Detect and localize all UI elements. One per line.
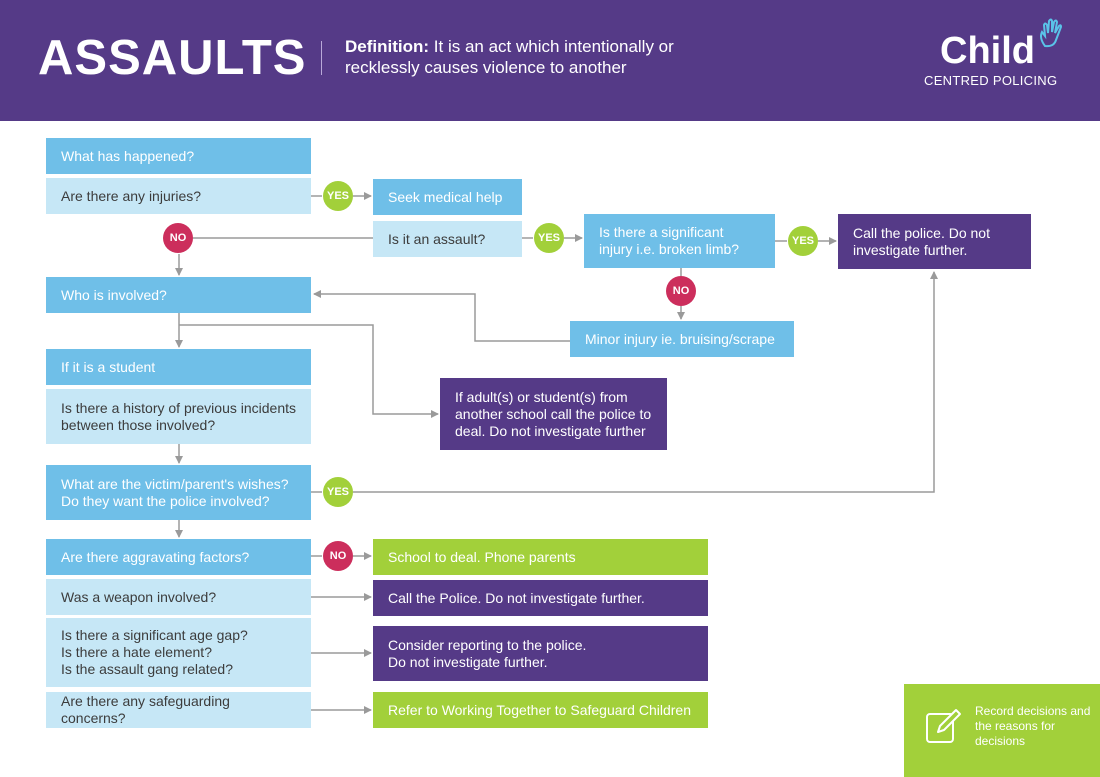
yes-badge-assault: YES (534, 223, 564, 253)
consider-text-2: Do not investigate further. (388, 653, 548, 670)
aggravating-box: Are there aggravating factors? (46, 539, 311, 575)
adults-other-school-text: If adult(s) or student(s) from another s… (455, 388, 652, 439)
record-decisions-text: Record decisions and the reasons for dec… (975, 704, 1091, 748)
any-injuries-text: Are there any injuries? (61, 187, 202, 204)
seek-medical-text: Seek medical help (388, 188, 503, 205)
safeguarding-text: Are there any safeguarding concerns? (61, 693, 230, 726)
seek-medical-box: Seek medical help (373, 179, 522, 215)
yes-badge-significant: YES (788, 226, 818, 256)
definition-text: It is an act which intentionally or reck… (345, 37, 674, 77)
header-banner: ASSAULTS Definition: It is an act which … (0, 0, 1100, 121)
definition-label: Definition: (345, 37, 430, 56)
age-gap-text: Is there a significant age gap? (61, 627, 248, 643)
significant-injury-text: Is there a significant injury i.e. broke… (599, 224, 740, 257)
school-deal-box: School to deal. Phone parents (373, 539, 708, 575)
is-assault-text: Is it an assault? (388, 230, 486, 247)
logo-word: Child (940, 30, 1035, 72)
is-assault-box: Is it an assault? (373, 221, 522, 257)
no-badge-significant: NO (666, 276, 696, 306)
page-title: ASSAULTS (38, 31, 307, 85)
edit-icon (926, 709, 961, 743)
call-police-text-1: Call the police. Do not investigate furt… (853, 224, 990, 258)
weapon-text: Was a weapon involved? (61, 588, 217, 605)
definition: Definition: It is an act which intention… (345, 36, 725, 78)
who-involved-text: Who is involved? (61, 286, 167, 303)
adults-other-school-box: If adult(s) or student(s) from another s… (440, 378, 667, 450)
history-box: Is there a history of previous incidents… (46, 389, 311, 444)
hand-icon (1040, 18, 1063, 48)
yes-badge-injuries: YES (323, 181, 353, 211)
no-badge-aggravating: NO (323, 541, 353, 571)
what-happened-text: What has happened? (61, 147, 195, 164)
record-decisions-panel: Record decisions and the reasons for dec… (904, 684, 1100, 777)
consider-reporting-box: Consider reporting to the police. Do not… (373, 626, 708, 681)
weapon-box: Was a weapon involved? (46, 579, 311, 615)
aggravating-text: Are there aggravating factors? (61, 548, 250, 565)
significant-injury-box: Is there a significant injury i.e. broke… (584, 214, 775, 268)
who-involved-box: Who is involved? (46, 277, 311, 313)
call-police-text-2: Call the Police. Do not investigate furt… (388, 589, 645, 606)
call-police-box-1: Call the police. Do not investigate furt… (838, 214, 1031, 269)
yes-badge-wishes: YES (323, 477, 353, 507)
safeguarding-box: Are there any safeguarding concerns? (46, 692, 311, 728)
what-happened-box: What has happened? (46, 138, 311, 174)
history-text: Is there a history of previous incidents… (61, 399, 297, 433)
no-badge-injuries: NO (163, 223, 193, 253)
victim-wishes-text: What are the victim/parent's wishes? Do … (61, 475, 289, 509)
victim-wishes-box: What are the victim/parent's wishes? Do … (46, 465, 311, 520)
minor-injury-text: Minor injury ie. bruising/scrape (585, 330, 775, 347)
refer-box: Refer to Working Together to Safeguard C… (373, 692, 708, 728)
hate-text: Is there a hate element? (61, 644, 212, 660)
age-gap-box: Is there a significant age gap? Is there… (46, 618, 311, 687)
if-student-text: If it is a student (61, 358, 156, 375)
minor-injury-box: Minor injury ie. bruising/scrape (570, 321, 794, 357)
if-student-box: If it is a student (46, 349, 311, 385)
consider-text-1: Consider reporting to the police. (388, 636, 587, 653)
call-police-box-2: Call the Police. Do not investigate furt… (373, 580, 708, 616)
header-divider (321, 41, 322, 75)
any-injuries-box: Are there any injuries? (46, 178, 311, 214)
logo-subtitle: CENTRED POLICING (924, 73, 1058, 88)
school-deal-text: School to deal. Phone parents (388, 548, 576, 565)
refer-text: Refer to Working Together to Safeguard C… (388, 701, 691, 718)
gang-text: Is the assault gang related? (61, 661, 234, 677)
